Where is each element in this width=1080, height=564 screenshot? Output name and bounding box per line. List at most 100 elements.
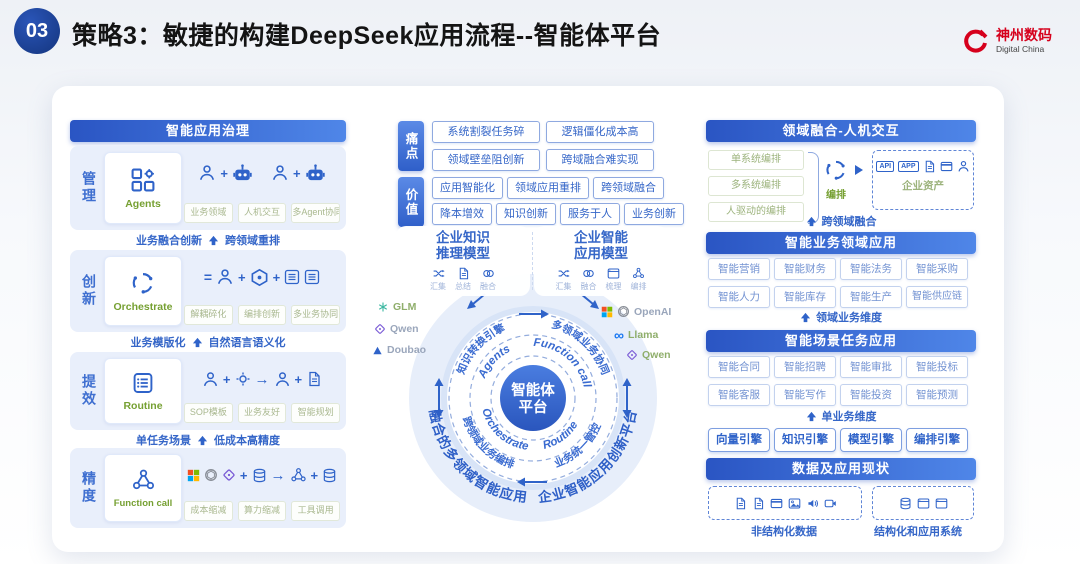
knowledge-model-box: 企业知识推理模型 汇集 总结 融合	[396, 226, 530, 296]
video-icon	[824, 497, 837, 510]
model-title-line2: 应用模型	[574, 246, 628, 261]
tag: 多业务协同	[291, 305, 341, 325]
unstructured-icons	[709, 487, 861, 519]
s2-tag: 智能供应链	[906, 286, 968, 308]
manage-tags: 业务领域 人机交互 多Agent协同	[184, 203, 341, 223]
routine-icon	[131, 371, 155, 395]
meta-infinity-icon: ∞	[614, 327, 624, 343]
innovate-graphic: = + +	[184, 256, 340, 298]
knowledge-model-steps: 汇集 总结 融合	[430, 267, 496, 292]
model-title-line1: 企业知识	[436, 229, 490, 245]
model-title-line1: 企业智能	[574, 229, 628, 245]
function-call-icon	[131, 468, 156, 493]
step-label: 编排	[630, 282, 647, 292]
s3-tag: 智能投资	[840, 384, 902, 406]
value-tag: 服务于人	[560, 203, 620, 225]
fuse-icon	[582, 267, 595, 280]
structured-label: 结构化和应用系统	[874, 526, 962, 538]
provider-glm: GLM	[377, 301, 416, 313]
provider-name: GLM	[393, 301, 417, 313]
engine-vector: 向量引擎	[708, 428, 770, 452]
orchestrate-hub-icon	[824, 158, 848, 182]
gear-icon	[235, 371, 251, 387]
database-icon	[322, 468, 337, 483]
left-note-2: 业务模版化 自然语言语义化	[70, 334, 346, 350]
s3-tag: 智能预测	[906, 384, 968, 406]
digital-china-swirl-icon	[964, 29, 988, 53]
s1-note: 跨领域融合	[706, 213, 976, 229]
collect-icon	[557, 267, 570, 280]
orchestrate-icon	[130, 270, 156, 296]
arrow-right-glyph: →	[270, 466, 286, 484]
bracket-shape	[808, 152, 819, 224]
agents-icon	[130, 167, 156, 193]
arrow-up-icon	[192, 337, 203, 348]
api-window-icon	[935, 497, 948, 510]
provider-llama: ∞Llama	[614, 327, 659, 343]
arrow-up-icon	[208, 235, 219, 246]
structured-icons	[873, 487, 973, 519]
list-icon	[304, 269, 320, 285]
s2-header: 智能业务领域应用	[706, 232, 976, 254]
unstructured-data-box	[708, 486, 862, 520]
efficiency-tags: SOP模板 业务友好 智能规划	[184, 403, 341, 423]
plus-glyph: +	[220, 165, 228, 181]
audio-icon	[806, 497, 819, 510]
equals-glyph: =	[203, 269, 212, 285]
application-model-box: 企业智能应用模型 汇集 融合 梳理 编排	[534, 226, 668, 296]
robot-icon	[305, 163, 326, 184]
page-title: 策略3：敏捷的构建DeepSeek应用流程--智能体平台	[72, 22, 662, 50]
provider-name: Doubao	[387, 344, 427, 356]
s3-header: 智能场景任务应用	[706, 330, 976, 352]
plus-glyph: +	[294, 371, 303, 387]
s1-header: 领域融合-人机交互	[706, 120, 976, 142]
tag: 人机交互	[237, 203, 287, 223]
tag: 解耦碎化	[184, 305, 233, 325]
note-right: 跨领域重排	[225, 235, 280, 247]
person-icon	[271, 164, 289, 182]
step-label: 总结	[455, 282, 471, 292]
cluster-icon	[290, 467, 307, 484]
plus-glyph: +	[293, 165, 301, 181]
provider-name: Llama	[627, 329, 659, 341]
value-tag: 知识创新	[496, 203, 556, 225]
routine-card: Routine	[104, 358, 182, 424]
person-icon	[957, 160, 970, 173]
tag: 成本缩减	[184, 501, 233, 521]
platform-core-circle	[500, 365, 566, 431]
routine-card-label: Routine	[123, 399, 163, 412]
left-row-innovate: 创新 Orchestrate = + + 解耦碎化 编排创新 多业务协同	[70, 250, 346, 332]
orchestrate-card-label: Orchestrate	[113, 300, 173, 313]
efficiency-graphic: + → +	[184, 358, 340, 400]
qwen-icon	[222, 468, 236, 482]
provider-qwen-right: Qwen	[626, 349, 671, 361]
value-tag: 降本增效	[432, 203, 492, 225]
s2-tag: 智能营销	[708, 258, 770, 280]
person-icon	[216, 268, 234, 286]
pain-tag: 跨域融合难实现	[546, 149, 654, 171]
engine-knowledge: 知识引擎	[774, 428, 836, 452]
s1-input: 多系统编排	[708, 176, 804, 196]
arrow-up-icon	[800, 312, 811, 323]
arrow-up-icon	[806, 216, 817, 227]
note-left: 业务融合创新	[136, 235, 202, 247]
plus-glyph: +	[222, 371, 231, 387]
platform-name-line2: 平台	[519, 398, 548, 416]
s1-input: 单系统编排	[708, 150, 804, 170]
tag: 多Agent协同	[291, 203, 341, 223]
s2-tag: 智能法务	[840, 258, 902, 280]
provider-name: OpenAI	[634, 305, 672, 318]
person-icon	[198, 164, 216, 182]
platform-name-line1: 智能体	[511, 381, 555, 399]
row-label-innovate: 创新	[81, 274, 97, 308]
microsoft-icon	[187, 469, 200, 482]
step-label: 融合	[480, 282, 496, 292]
card-icon	[940, 160, 953, 173]
hub-label: 编排	[826, 190, 846, 201]
tag: 智能规划	[291, 403, 341, 423]
value-tag: 应用智能化	[432, 177, 503, 199]
pain-tag: 系统割裂任务碎	[432, 121, 540, 143]
engine-model: 模型引擎	[840, 428, 902, 452]
s2-tag: 智能库存	[774, 286, 836, 308]
document-icon	[306, 371, 322, 387]
